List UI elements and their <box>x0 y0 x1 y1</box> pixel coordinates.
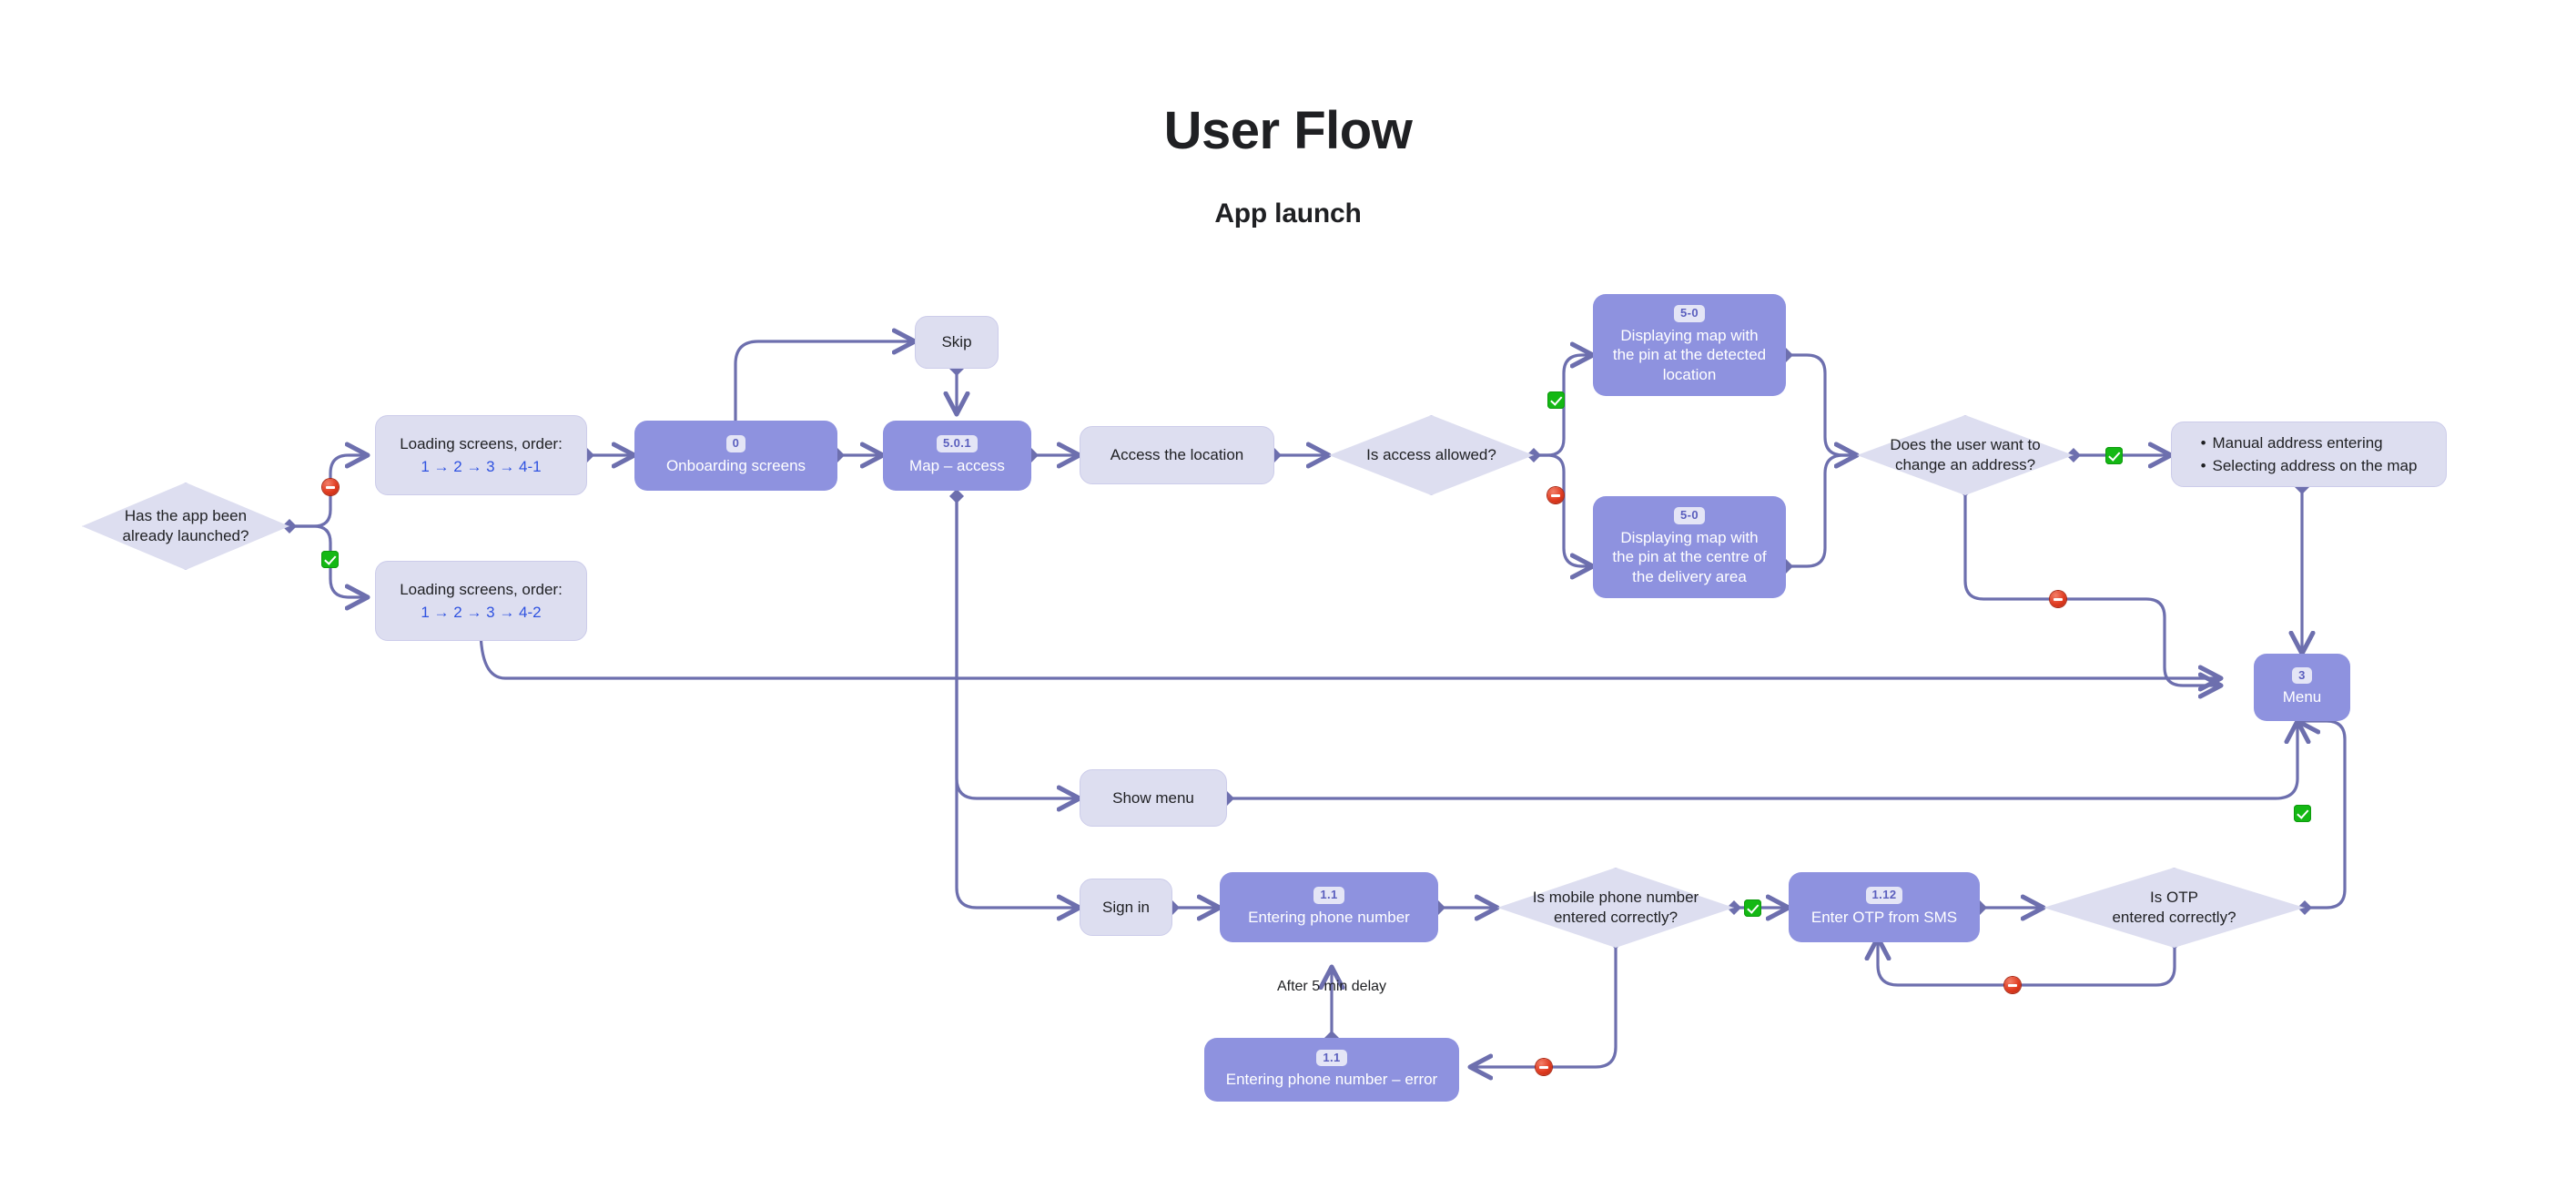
node-order-sequence: 1 → 2 → 3 → 4-2 <box>421 603 542 621</box>
node-map-access[interactable]: 5.0.1 Map – access <box>883 421 1031 491</box>
node-entering-phone-number-error[interactable]: 1.1 Entering phone number – error <box>1204 1038 1459 1102</box>
node-label: Enter OTP from SMS <box>1810 908 1958 926</box>
node-map-pin-delivery-centre[interactable]: 5-0 Displaying map with the pin at the c… <box>1593 496 1786 598</box>
forbidden-red-icon <box>1536 1059 1552 1075</box>
node-loading-screens-2[interactable]: Loading screens, order: 1 → 2 → 3 → 4-2 <box>375 561 587 641</box>
node-label: Map – access <box>909 456 1005 474</box>
node-badge: 3 <box>2292 666 2312 685</box>
node-label: Entering phone number – error <box>1225 1071 1438 1089</box>
list-item: Selecting address on the map <box>2201 454 2418 478</box>
edge-label-after-delay: After 5 min delay <box>1276 979 1387 994</box>
node-loading-screens-1[interactable]: Loading screens, order: 1 → 2 → 3 → 4-1 <box>375 415 587 495</box>
node-onboarding-screens[interactable]: 0 Onboarding screens <box>634 421 837 491</box>
node-label: Show menu <box>1112 788 1194 807</box>
page-title: User Flow <box>1163 101 1413 160</box>
forbidden-red-icon <box>2050 591 2066 607</box>
decision-label: Is mobile phone number entered correctly… <box>1532 888 1699 926</box>
decision-has-app-launched[interactable]: Has the app been already launched? <box>82 483 289 570</box>
node-label: Access the location <box>1110 446 1244 464</box>
forbidden-red-icon <box>1547 487 1564 503</box>
decision-label: Is OTP entered correctly? <box>2112 888 2236 926</box>
check-green-icon <box>2294 805 2311 822</box>
node-menu[interactable]: 3 Menu <box>2254 654 2350 721</box>
decision-is-access-allowed[interactable]: Is access allowed? <box>1329 415 1534 495</box>
check-green-icon <box>1744 899 1761 917</box>
node-entering-phone-number[interactable]: 1.1 Entering phone number <box>1220 872 1438 942</box>
node-badge: 1.12 <box>1865 887 1903 904</box>
node-label: Loading screens, order: <box>400 580 563 598</box>
node-map-pin-detected-location[interactable]: 5-0 Displaying map with the pin at the d… <box>1593 294 1786 396</box>
node-badge: 5.0.1 <box>937 435 978 452</box>
node-enter-otp-from-sms[interactable]: 1.12 Enter OTP from SMS <box>1789 872 1980 942</box>
node-sign-in[interactable]: Sign in <box>1080 879 1172 936</box>
node-access-the-location[interactable]: Access the location <box>1080 426 1274 484</box>
forbidden-red-icon <box>322 479 339 495</box>
decision-change-address[interactable]: Does the user want to change an address? <box>1857 415 2074 495</box>
node-address-options[interactable]: Manual address entering Selecting addres… <box>2171 422 2447 487</box>
node-label: Displaying map with the pin at the centr… <box>1612 528 1767 586</box>
decision-label: Does the user want to change an address? <box>1890 435 2041 473</box>
node-skip[interactable]: Skip <box>915 316 999 369</box>
node-label: Skip <box>941 333 972 351</box>
node-label: Displaying map with the pin at the detec… <box>1612 326 1767 384</box>
check-green-icon <box>321 551 339 568</box>
node-label: Menu <box>2282 688 2322 706</box>
address-options-list: Manual address entering Selecting addres… <box>2192 432 2427 478</box>
node-badge: 5-0 <box>1674 305 1705 322</box>
page-subtitle: App launch <box>1214 198 1362 229</box>
node-badge: 5-0 <box>1674 507 1705 524</box>
node-label: Entering phone number <box>1248 908 1410 926</box>
decision-otp-entered-correctly[interactable]: Is OTP entered correctly? <box>2044 868 2305 948</box>
node-order-sequence: 1 → 2 → 3 → 4-1 <box>421 457 542 475</box>
node-show-menu[interactable]: Show menu <box>1080 769 1227 827</box>
node-label: Loading screens, order: <box>400 434 563 452</box>
node-label: Sign in <box>1102 898 1150 916</box>
decision-label: Is access allowed? <box>1366 445 1496 463</box>
decision-label: Has the app been already launched? <box>122 506 249 544</box>
node-badge: 1.1 <box>1316 1049 1347 1067</box>
decision-phone-entered-correctly[interactable]: Is mobile phone number entered correctly… <box>1497 868 1734 948</box>
node-badge: 1.1 <box>1313 887 1344 904</box>
list-item: Manual address entering <box>2201 432 2418 455</box>
node-badge: 0 <box>725 435 746 452</box>
node-label: Onboarding screens <box>665 456 806 474</box>
check-green-icon <box>1547 391 1565 409</box>
forbidden-red-icon <box>2004 977 2021 993</box>
check-green-icon <box>2105 447 2123 464</box>
